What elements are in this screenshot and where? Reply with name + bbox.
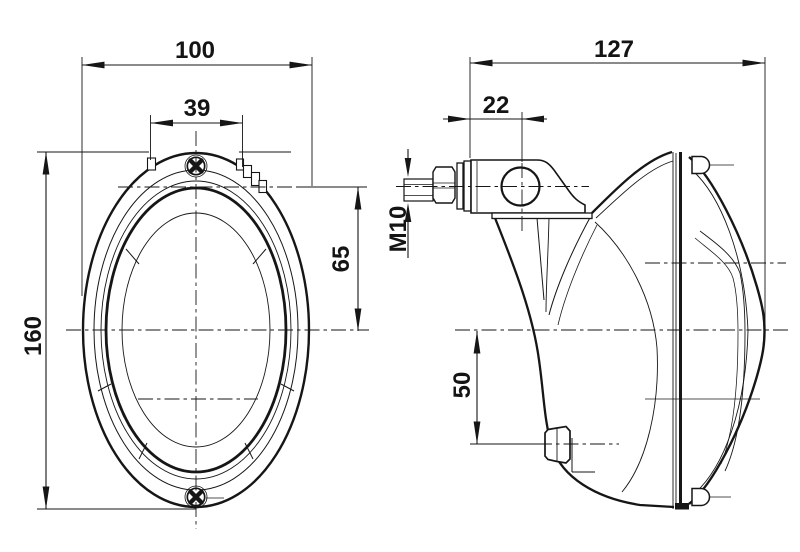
dim-tab-width: 39: [150, 95, 243, 167]
front-flange: [672, 152, 682, 509]
housing-outline: [493, 217, 675, 509]
dim-stud-to-axis: 65: [299, 186, 367, 331]
bracket-flange: [491, 212, 593, 220]
callout-thread-label: M10: [385, 206, 412, 253]
stud-washer-1: [456, 162, 464, 210]
dim-front-width: 100: [81, 37, 313, 296]
dim-stud-offset: 22: [443, 92, 547, 162]
dim-front-height: 160: [20, 151, 291, 510]
dim-depth-label: 127: [594, 36, 634, 63]
lens-profile: [645, 156, 766, 505]
side-centerlines: [455, 262, 792, 331]
pivot-bracket: [396, 159, 593, 232]
lens-screw-bottom: [691, 487, 731, 507]
reflector-curve: [594, 221, 658, 493]
dim-depth: 127: [469, 36, 766, 328]
cable-grommet: [544, 425, 595, 473]
stud-washer-2: [463, 160, 472, 212]
callout-thread: M10: [385, 149, 412, 258]
rim-clip-slots: [97, 248, 295, 460]
housing-dome-top: [591, 150, 673, 214]
front-view: 100 39 160 65: [20, 37, 369, 529]
front-centerlines: [66, 131, 369, 529]
dim-stud-offset-label: 22: [483, 92, 510, 119]
mounting-tabs: [146, 157, 268, 194]
dim-front-height-label: 160: [20, 316, 47, 356]
dim-axis-to-grommet-label: 50: [449, 372, 476, 399]
support-arm: [536, 213, 598, 326]
dim-axis-to-grommet: 50: [449, 331, 619, 445]
housing-dome-inner: [595, 160, 674, 219]
dim-front-width-label: 100: [175, 37, 215, 64]
mounting-stud: [403, 160, 472, 212]
flange-foot: [675, 503, 689, 510]
stud-nut: [432, 166, 456, 204]
dim-tab-width-label: 39: [184, 95, 211, 122]
top-screw: [184, 154, 208, 178]
dim-stud-to-axis-label: 65: [328, 246, 355, 273]
lens-screw-top: [691, 155, 734, 175]
side-view: 127 22 M10 50: [385, 36, 792, 510]
